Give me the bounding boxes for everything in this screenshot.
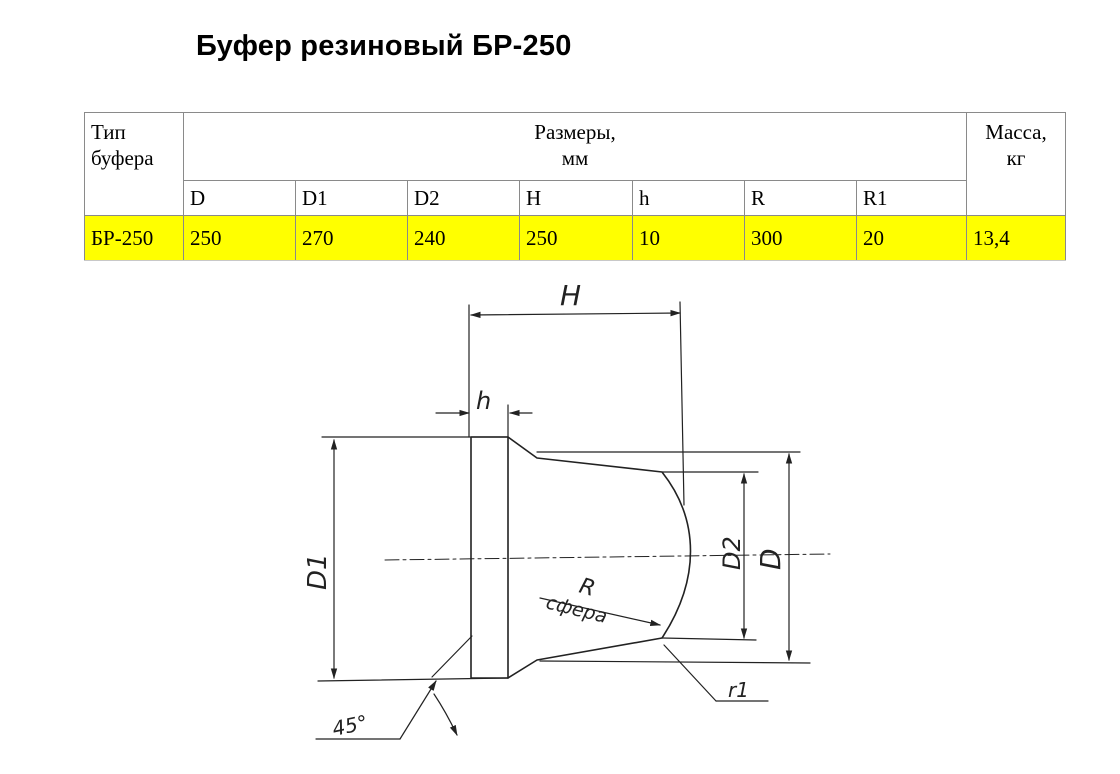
value-cell: 20	[856, 215, 967, 261]
dims-header-line2: мм	[561, 146, 589, 170]
label-h: h	[476, 387, 491, 415]
type-header-line1: Тип	[91, 120, 126, 144]
table-header-row: Тип буфера Размеры, мм Масса, кг	[84, 112, 1066, 216]
spec-table: Тип буфера Размеры, мм Масса, кг D D1 D2…	[84, 112, 1066, 261]
value-cell: 250	[519, 215, 633, 261]
value-cell: 300	[744, 215, 857, 261]
mass-header-line2: кг	[1006, 146, 1026, 170]
dimension-H	[469, 309, 682, 319]
center-line	[384, 553, 831, 561]
label-D1: D1	[303, 553, 333, 590]
column-header: H	[519, 180, 633, 216]
dims-header-line1: Размеры,	[534, 120, 616, 144]
value-cell: 270	[295, 215, 408, 261]
leader-r1	[663, 644, 717, 702]
label-D2: D2	[718, 536, 746, 570]
label-angle: 45°	[330, 710, 370, 741]
label-r1: r1	[728, 678, 749, 702]
label-H: H	[560, 279, 581, 312]
page-title: Буфер резиновый БР-250	[196, 30, 572, 62]
flange-outline	[470, 436, 509, 679]
value-cell: 240	[407, 215, 520, 261]
type-header-cell: Тип буфера	[84, 112, 184, 216]
label-R: R	[576, 574, 598, 602]
column-header: D1	[295, 180, 408, 216]
column-header: R1	[856, 180, 967, 216]
mass-header-line1: Масса,	[985, 120, 1047, 144]
label-D: D	[754, 548, 787, 570]
dims-header-cell: Размеры, мм	[183, 112, 967, 181]
type-cell: БР-250	[84, 215, 184, 261]
value-cell: 250	[183, 215, 296, 261]
body-outline	[507, 436, 692, 679]
table-row: БР-250 250 270 240 250 10 300 20 13,4	[84, 215, 1066, 261]
type-header-line2: буфера	[91, 146, 154, 170]
mass-cell: 13,4	[966, 215, 1066, 261]
leader-angle	[431, 635, 473, 678]
leader-R	[539, 597, 662, 627]
